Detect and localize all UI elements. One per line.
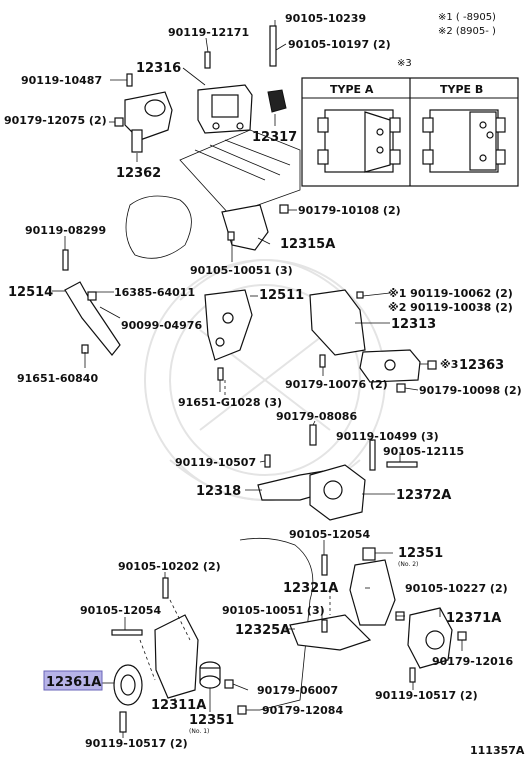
label-90105-10239[interactable]: 90105-10239	[285, 12, 366, 25]
label-90119-10507-mid[interactable]: 90119-10507	[175, 456, 256, 469]
part-12372A-mount	[309, 464, 366, 521]
part-12321A-bracket	[349, 559, 396, 626]
part-12361A-mount	[113, 664, 143, 706]
highlight-12361A	[43, 670, 103, 691]
leader-lines	[52, 20, 463, 738]
part-12351-insulator-no1	[199, 661, 221, 689]
part-12351-insulator-no2	[362, 547, 376, 561]
label-90119-12171[interactable]: 90119-12171	[168, 26, 249, 39]
part-12316-mount	[197, 84, 253, 134]
part-12315A-bracket	[221, 204, 269, 251]
label-90105-10202[interactable]: 90105-10202 (2)	[118, 560, 221, 573]
dashed-leaders	[139, 380, 331, 681]
label-90179-10076[interactable]: 90179-10076 (2)	[285, 378, 388, 391]
label-12325A[interactable]: 12325A	[235, 623, 290, 638]
label-12361A[interactable]: 12361A	[46, 675, 101, 690]
part-labels: 90105-10239 90119-12171 90105-10197 (2) …	[4, 12, 525, 757]
label-90119-10038[interactable]: ※2 90119-10038 (2)	[388, 301, 513, 314]
label-90105-12054-top[interactable]: 90105-12054	[289, 528, 370, 541]
label-90105-12115[interactable]: 90105-12115	[383, 445, 464, 458]
label-90179-12016[interactable]: 90179-12016	[432, 655, 513, 668]
label-12315A[interactable]: 12315A	[280, 237, 335, 252]
type-b-heading: TYPE B	[440, 83, 483, 96]
legend-note-1: ※1 ( -8905)	[438, 12, 496, 23]
label-12372A[interactable]: 12372A	[396, 488, 451, 503]
engine-outline	[125, 129, 314, 711]
label-90119-08299[interactable]: 90119-08299	[25, 224, 106, 237]
label-12316[interactable]: 12316	[136, 61, 181, 76]
label-12351-top-sub: (No. 2)	[398, 561, 418, 568]
label-91651-G1028[interactable]: 91651-G1028 (3)	[178, 396, 282, 409]
label-12362[interactable]: 12362	[116, 166, 161, 181]
label-90105-10227[interactable]: 90105-10227 (2)	[405, 582, 508, 595]
label-90119-10499[interactable]: 90119-10499 (3)	[336, 430, 439, 443]
label-16385-64011[interactable]: 16385-64011	[114, 286, 195, 299]
label-90179-06007[interactable]: 90179-06007	[257, 684, 338, 697]
label-12363-ref: ※3	[440, 358, 458, 371]
label-12351-low[interactable]: 12351	[189, 713, 234, 728]
label-90105-10197[interactable]: 90105-10197 (2)	[288, 38, 391, 51]
label-90179-12084[interactable]: 90179-12084	[262, 704, 343, 717]
part-12325A-stopper	[289, 614, 372, 651]
label-90099-04976[interactable]: 90099-04976	[121, 319, 202, 332]
part-12511-bracket	[204, 289, 253, 361]
label-12351-top[interactable]: 12351	[398, 546, 443, 561]
label-12371A[interactable]: 12371A	[446, 611, 501, 626]
label-12363[interactable]: 12363	[459, 358, 504, 373]
label-90119-10517-right[interactable]: 90119-10517 (2)	[375, 689, 478, 702]
part-12514-stay	[64, 281, 121, 356]
type-comparison-box: ※3 TYPE A TYPE B	[301, 58, 519, 187]
type-a-mount	[317, 109, 401, 173]
label-12317[interactable]: 12317	[252, 130, 297, 145]
label-12311A[interactable]: 12311A	[151, 698, 206, 713]
part-12362-bracket	[124, 91, 173, 153]
part-12313-bracket	[309, 289, 366, 356]
label-90119-10487[interactable]: 90119-10487	[21, 74, 102, 87]
label-90179-10108[interactable]: 90179-10108 (2)	[298, 204, 401, 217]
part-12363-mount	[359, 349, 421, 383]
label-12321A[interactable]: 12321A	[283, 581, 338, 596]
label-12511[interactable]: 12511	[259, 288, 304, 303]
label-12514[interactable]: 12514	[8, 285, 53, 300]
legend-note-2: ※2 (8905- )	[438, 26, 496, 37]
type-a-heading: TYPE A	[330, 83, 374, 96]
label-90119-10517-low[interactable]: 90119-10517 (2)	[85, 737, 188, 750]
label-12313[interactable]: 12313	[391, 317, 436, 332]
label-12351-low-sub: (No. 1)	[189, 728, 209, 735]
label-90119-10062[interactable]: ※1 90119-10062 (2)	[388, 287, 513, 300]
type-box-ref: ※3	[397, 58, 412, 69]
label-90105-12054-low[interactable]: 90105-12054	[80, 604, 161, 617]
label-91651-60840[interactable]: 91651-60840	[17, 372, 98, 385]
figure-id: 111357A	[470, 744, 525, 757]
label-90105-10051-low[interactable]: 90105-10051 (3)	[222, 604, 325, 617]
part-12317-stopper	[267, 89, 287, 113]
type-b-mount	[422, 109, 506, 173]
label-90105-10051-top[interactable]: 90105-10051 (3)	[190, 264, 293, 277]
label-12318[interactable]: 12318	[196, 484, 241, 499]
part-12311A-bracket	[154, 614, 199, 699]
label-90179-12075[interactable]: 90179-12075 (2)	[4, 114, 107, 127]
bolts-mid-left	[62, 231, 235, 381]
label-90179-10098[interactable]: 90179-10098 (2)	[419, 384, 522, 397]
label-90179-08086[interactable]: 90179-08086	[276, 410, 357, 423]
